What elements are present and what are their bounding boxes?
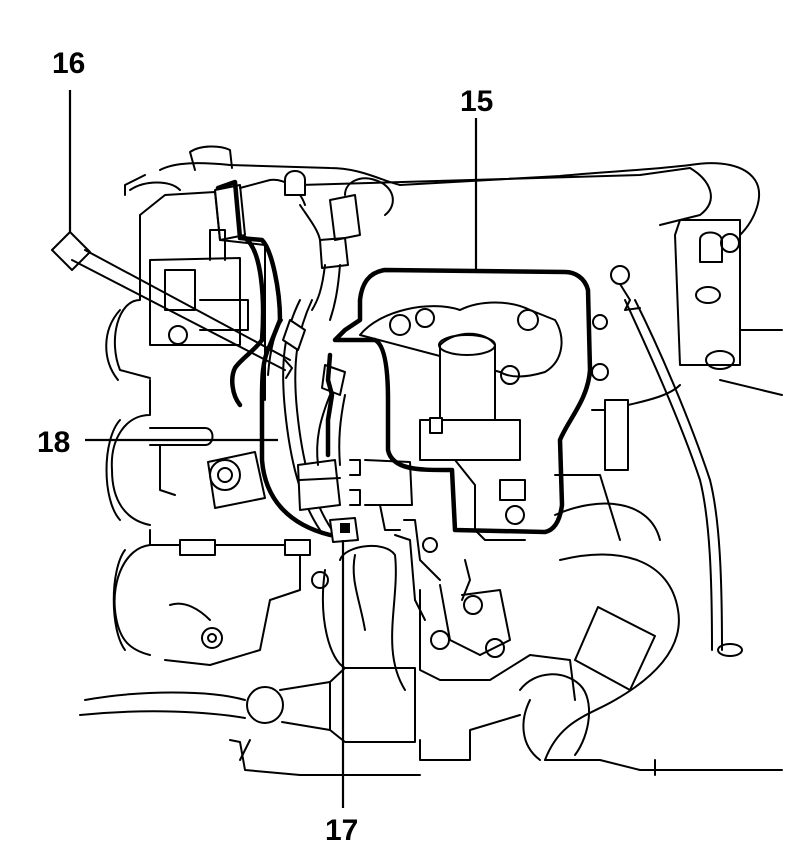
callout-16: 16 <box>52 47 85 80</box>
callout-15: 15 <box>460 85 493 118</box>
callout-18: 18 <box>37 426 70 459</box>
callout-labels: 15 16 17 18 <box>37 47 493 847</box>
callout-leaders <box>68 90 478 808</box>
engine-drawing <box>51 145 783 776</box>
callout-17: 17 <box>325 814 358 847</box>
